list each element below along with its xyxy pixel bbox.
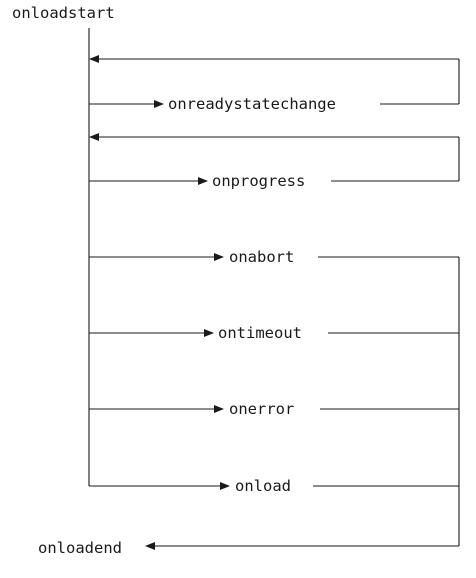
- event-row-onload: onload: [89, 477, 459, 495]
- arrowhead: [220, 482, 230, 490]
- event-row-onprogress: onprogress: [89, 133, 460, 190]
- event-label-onprogress: onprogress: [212, 172, 305, 190]
- event-row-onerror: onerror: [89, 400, 459, 418]
- arrowhead: [154, 100, 164, 108]
- event-label-onerror: onerror: [229, 400, 294, 418]
- event-row-onreadystatechange: onreadystatechange: [89, 55, 460, 113]
- start-event-label: onloadstart: [12, 4, 115, 22]
- end-arrowhead: [145, 542, 155, 550]
- event-label-onload: onload: [235, 477, 291, 495]
- arrowhead: [214, 405, 224, 413]
- arrowhead: [204, 329, 214, 337]
- event-label-onreadystatechange: onreadystatechange: [168, 95, 336, 113]
- loop-back-arrowhead: [89, 55, 99, 63]
- end-event-label: onloadend: [38, 539, 122, 557]
- arrowhead: [214, 253, 224, 261]
- event-row-ontimeout: ontimeout: [89, 324, 459, 342]
- loop-back-arrowhead: [89, 133, 99, 141]
- arrowhead: [198, 177, 208, 185]
- event-row-onabort: onabort: [89, 248, 459, 266]
- event-label-ontimeout: ontimeout: [218, 324, 302, 342]
- event-label-onabort: onabort: [229, 248, 294, 266]
